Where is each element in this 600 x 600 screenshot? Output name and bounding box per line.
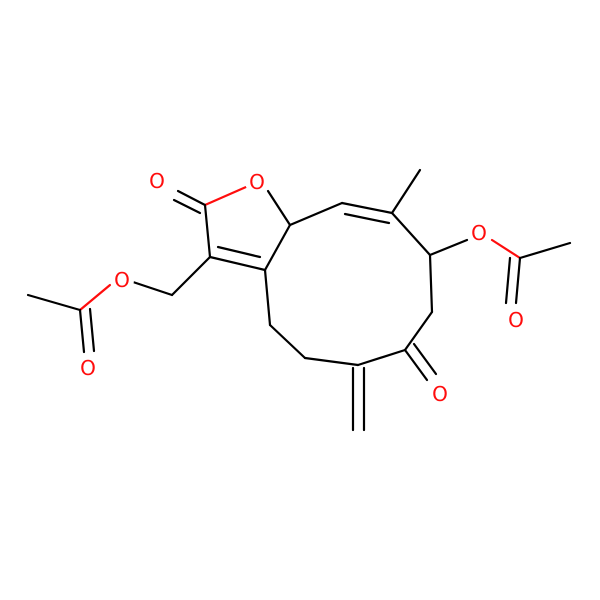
- atom-label: O: [432, 382, 448, 406]
- bond-c8-c7: [390, 211, 432, 257]
- atom-label: O: [249, 170, 265, 194]
- bond-c3-c3a-double: [208, 255, 267, 272]
- atom-label: O: [80, 356, 96, 380]
- bond-carbonyl-c-methyl-left: [26, 293, 82, 312]
- atom-o-ketone: O: [428, 382, 452, 406]
- bond-c3b-c3c: [268, 323, 307, 360]
- bond-c3c-c3a: [263, 268, 272, 327]
- bond-c2-carbonyl-o-second: [172, 198, 202, 215]
- bond-o-ester-carbonyl-c: [78, 283, 112, 312]
- bond-c9-c8-double-inner: [343, 212, 391, 225]
- bond-o-ester-carbonyl-right: [490, 238, 522, 260]
- atom-label: O: [508, 308, 524, 332]
- bond-o-ring-c2: [203, 185, 248, 207]
- atom-o-ester-left: O: [110, 268, 134, 292]
- bond-c3a-c9a: [263, 223, 292, 272]
- bond-c5-ketone-o-2: [412, 342, 438, 376]
- atom-o-lactone-carbonyl: O: [145, 169, 169, 193]
- bond-left-carbonyl-o-2: [88, 307, 96, 353]
- bond-c7-o-ester: [428, 238, 469, 257]
- bond-c3-c3a-double-inner: [216, 245, 262, 259]
- atom-label: O: [149, 169, 165, 193]
- bond-c5-c4: [356, 348, 407, 367]
- atom-o-ring: O: [245, 170, 269, 194]
- bond-ch2-o-ester: [131, 280, 174, 297]
- atom-o-carbonyl-right: O: [504, 308, 528, 332]
- atom-label: O: [114, 268, 130, 292]
- atom-o-ester-right: O: [467, 221, 491, 245]
- bond-c9a-o-ring: [266, 189, 292, 227]
- bond-c9a-c9: [288, 201, 344, 227]
- bond-right-carbonyl-o-2: [504, 256, 512, 305]
- bond-c8-methyl: [390, 168, 422, 215]
- atom-label: O: [471, 221, 487, 245]
- bond-c9-c8-double: [340, 201, 394, 215]
- atom-labels: O O O O O O O: [76, 169, 528, 406]
- bond-c2-c3: [203, 203, 212, 259]
- bond-c3-ch2: [170, 255, 212, 297]
- bond-c6-c5: [403, 310, 434, 352]
- atom-o-carbonyl-left: O: [76, 356, 100, 380]
- bond-c4-c3b: [303, 356, 360, 367]
- bonds: [26, 168, 572, 432]
- bond-carbonyl-c-methyl-right: [518, 241, 572, 260]
- bond-right-carbonyl-o-1: [514, 256, 522, 305]
- bond-c5-ketone-o-1: [403, 348, 429, 382]
- bond-left-carbonyl-o-1: [78, 308, 86, 354]
- bond-c2-carbonyl-o: [176, 189, 207, 207]
- bond-c7-c6: [428, 253, 434, 314]
